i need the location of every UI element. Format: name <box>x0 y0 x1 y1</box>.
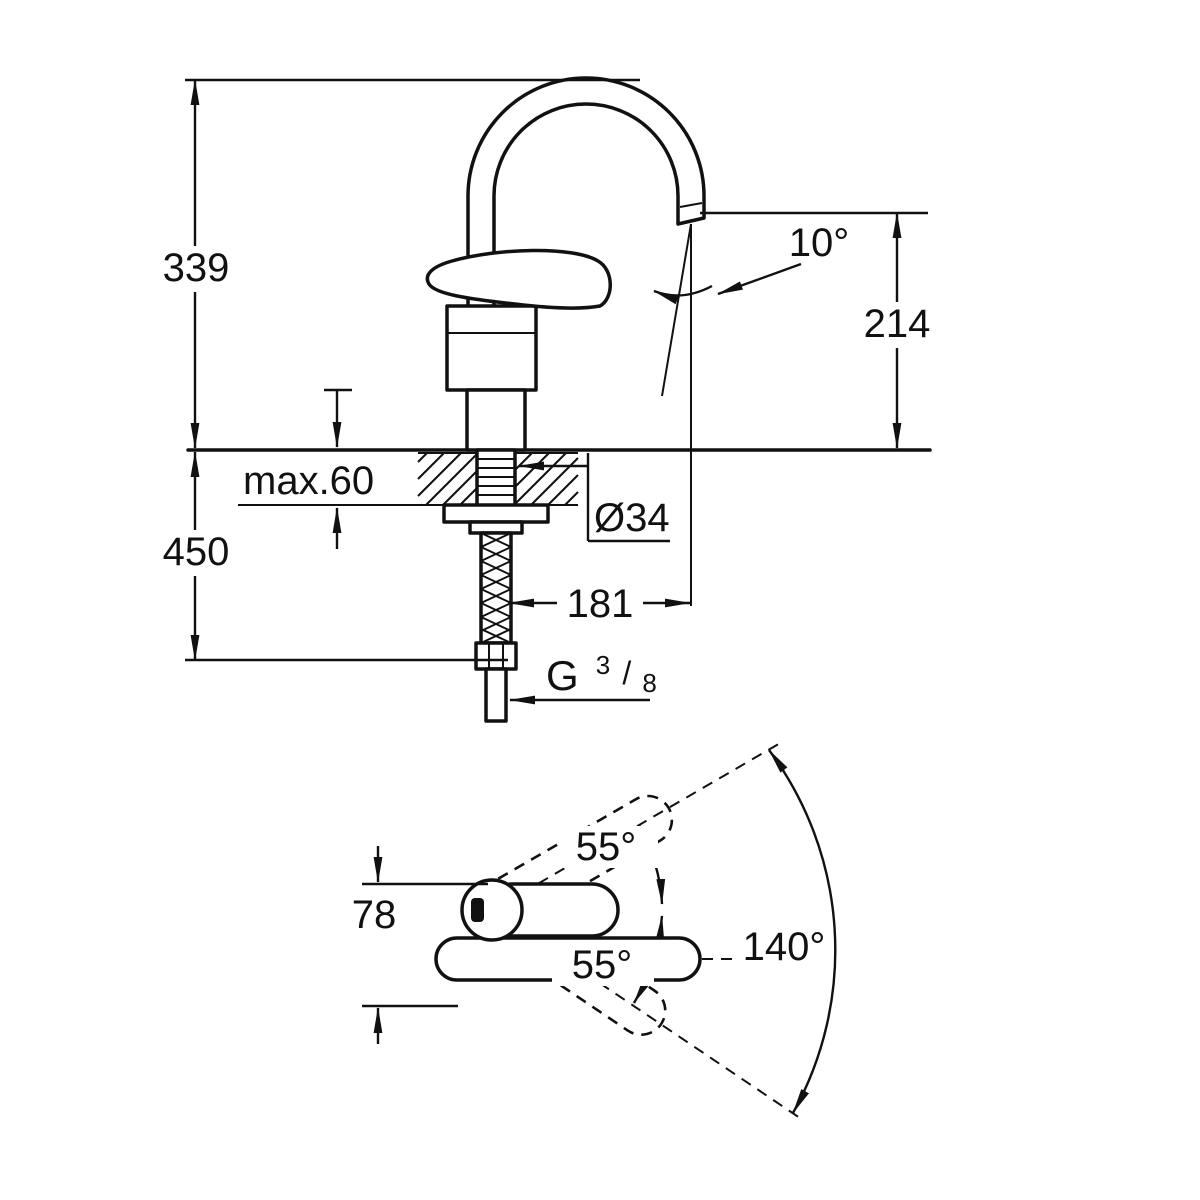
angle-arc-arrow <box>653 284 713 305</box>
thread-denominator: 8 <box>642 668 656 698</box>
top-view-dimensions: 78 <box>352 846 488 1044</box>
spout-position-up-dashed <box>468 794 674 935</box>
dim-outlet-height-label: 214 <box>864 302 931 346</box>
thread-prefix: G <box>546 652 579 699</box>
aerator-line <box>679 202 703 208</box>
thread-slash: / <box>622 655 631 691</box>
swivel-axis-up <box>521 741 783 894</box>
dim-swivel-total-label: 140° <box>743 925 826 969</box>
handle-pivot-detail <box>471 898 484 922</box>
dim-hole-diameter-label: Ø34 <box>594 496 670 540</box>
side-view: 339 450 214 10° max.60 Ø34 <box>163 76 932 723</box>
faucet-base-neck <box>465 388 527 452</box>
dim-projection-label: 181 <box>567 582 634 626</box>
dim-body-width-label: 78 <box>352 893 397 937</box>
spout-angle-line <box>661 223 692 397</box>
arc-140-total <box>768 749 837 1114</box>
mounting-flange <box>442 503 550 524</box>
top-view: 78 55° 55° 140° <box>352 741 837 1119</box>
side-view-dimensions: 339 450 214 10° max.60 Ø34 <box>163 78 931 705</box>
body-plan-circle <box>460 878 524 942</box>
dim-thread-label: G 3 / 8 <box>546 639 657 699</box>
dim-max-thickness-label: max.60 <box>243 459 374 503</box>
hose-end-tube <box>484 667 508 723</box>
dim-swivel-down-label: 55° <box>572 943 633 987</box>
lever-handle <box>425 248 612 310</box>
dim-spout-angle-label: 10° <box>789 221 850 265</box>
spout-position-down-dashed <box>468 885 667 1036</box>
dim-overall-height-label: 339 <box>163 246 230 290</box>
hose-hex-connector <box>474 641 518 671</box>
hose-braid <box>480 532 512 644</box>
thread-numerator: 3 <box>596 650 610 680</box>
faucet-side-profile <box>425 76 706 723</box>
dim-swivel-up-label: 55° <box>576 825 637 869</box>
dim-below-deck-label: 450 <box>163 530 230 574</box>
faucet-body <box>445 304 538 392</box>
shank-threads <box>477 458 515 496</box>
